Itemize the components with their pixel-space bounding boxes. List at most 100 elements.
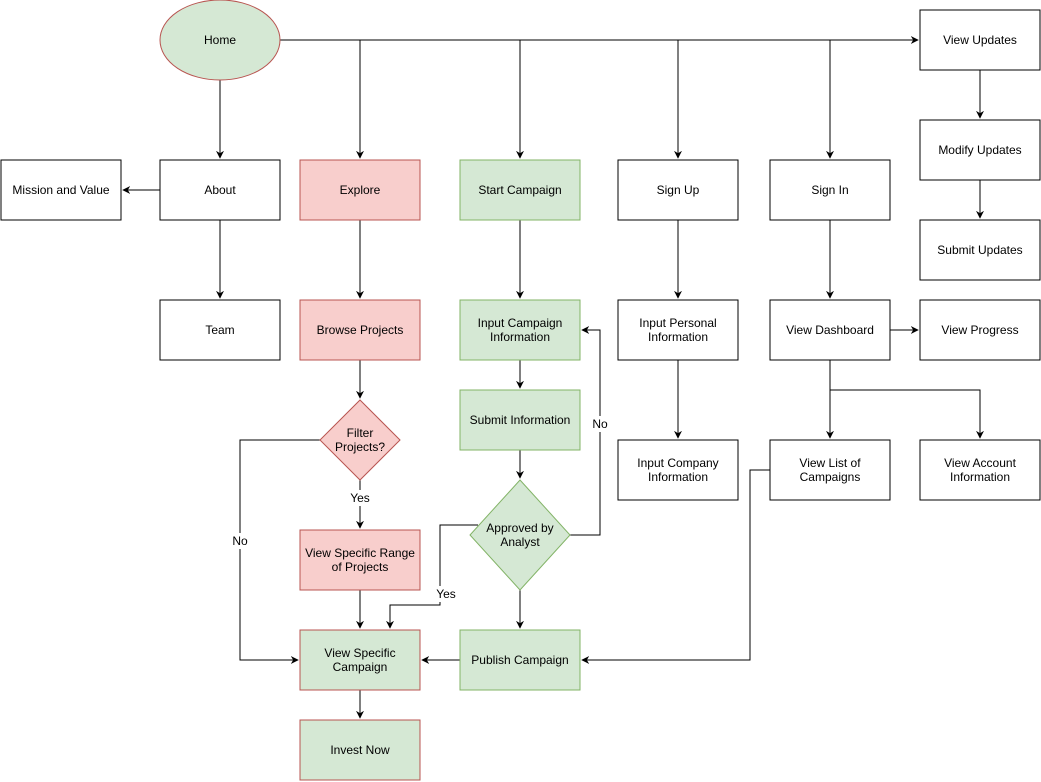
node-mission-shape	[0, 159, 122, 221]
node-submitinfo-shape	[459, 389, 581, 451]
node-start-label: Start Campaign	[478, 183, 561, 197]
node-text-line: View Dashboard	[786, 323, 874, 337]
edge-label-no-approved: No	[592, 417, 608, 431]
node-start: Start Campaign	[459, 159, 581, 221]
node-dashboard-label: View Dashboard	[786, 323, 874, 337]
node-publish-label: Publish Campaign	[471, 653, 568, 667]
node-explore-shape	[299, 159, 421, 221]
node-text-line: View Progress	[941, 323, 1018, 337]
node-text-line: View Account	[944, 456, 1016, 470]
node-subupd: Submit Updates	[919, 219, 1041, 281]
node-progress-shape	[919, 299, 1041, 361]
node-signin-label: Sign In	[811, 183, 848, 197]
edges	[122, 36, 984, 719]
node-text-line: Submit Updates	[937, 243, 1022, 257]
node-submitinfo: Submit Information	[459, 389, 581, 451]
node-mission-label: Mission and Value	[12, 183, 109, 197]
node-invest-label: Invest Now	[330, 743, 390, 757]
node-about-shape	[159, 159, 281, 221]
node-viewcamp-shape	[299, 629, 421, 691]
node-text-line: View Updates	[943, 33, 1017, 47]
node-signin-shape	[769, 159, 891, 221]
node-personal-shape	[617, 299, 739, 361]
node-text-line: Information	[648, 470, 708, 484]
node-account-shape	[919, 439, 1041, 501]
node-subupd-shape	[919, 219, 1041, 281]
node-text-line: Sign In	[811, 183, 848, 197]
node-viewupd: View Updates	[919, 9, 1041, 71]
edge-labels: Yes No No Yes	[228, 416, 612, 602]
node-about-label: About	[204, 183, 236, 197]
node-publish: Publish Campaign	[459, 629, 581, 691]
edge-filter-viewcamp	[239, 439, 320, 664]
edge-dashboard-account	[830, 389, 984, 439]
node-text-line: Mission and Value	[12, 183, 109, 197]
node-home: Home	[159, 0, 281, 81]
node-text-line: Campaigns	[800, 470, 861, 484]
edge-label-no-filter: No	[232, 534, 248, 548]
node-text-line: View Specific Range	[305, 546, 415, 560]
node-browse: Browse Projects	[299, 299, 421, 361]
node-text-line: Information	[950, 470, 1010, 484]
node-signin: Sign In	[769, 159, 891, 221]
node-text-line: Information	[648, 330, 708, 344]
node-text-line: Publish Campaign	[471, 653, 568, 667]
node-text-line: Information	[490, 330, 550, 344]
node-text-line: Filter	[347, 426, 374, 440]
node-filter-shape	[319, 399, 401, 481]
node-inputcamp-shape	[459, 299, 581, 361]
node-text-line: About	[204, 183, 236, 197]
node-explore: Explore	[299, 159, 421, 221]
node-submitinfo-label: Submit Information	[470, 413, 571, 427]
edge-listcamp-publish	[581, 469, 770, 664]
node-range-shape	[299, 529, 421, 591]
edge-label-yes-filter: Yes	[350, 491, 370, 505]
node-text-line: Start Campaign	[478, 183, 561, 197]
node-text-line: of Projects	[332, 560, 389, 574]
node-progress: View Progress	[919, 299, 1041, 361]
node-mission: Mission and Value	[0, 159, 122, 221]
node-text-line: Sign Up	[657, 183, 700, 197]
node-text-line: Campaign	[333, 660, 388, 674]
node-modupd: Modify Updates	[919, 119, 1041, 181]
node-text-line: View List of	[799, 456, 861, 470]
node-subupd-label: Submit Updates	[937, 243, 1022, 257]
node-text-line: Analyst	[500, 535, 540, 549]
node-company-shape	[617, 439, 739, 501]
node-viewupd-shape	[919, 9, 1041, 71]
edge-approved-viewcamp	[386, 524, 478, 629]
node-approved-shape	[469, 479, 571, 591]
node-text-line: Home	[204, 33, 236, 47]
node-dashboard: View Dashboard	[769, 299, 891, 361]
node-progress-label: View Progress	[941, 323, 1018, 337]
node-team: Team	[159, 299, 281, 361]
node-signup-label: Sign Up	[657, 183, 700, 197]
node-invest-shape	[299, 719, 421, 781]
node-explore-label: Explore	[340, 183, 381, 197]
node-publish-shape	[459, 629, 581, 691]
edge-approved-inputcamp	[570, 326, 601, 536]
node-text-line: Modify Updates	[938, 143, 1021, 157]
node-home-shape	[159, 0, 281, 81]
node-listcamp-shape	[769, 439, 891, 501]
node-text-line: Submit Information	[470, 413, 571, 427]
node-text-line: Invest Now	[330, 743, 390, 757]
node-text-line: Input Company	[637, 456, 718, 470]
node-home-label: Home	[204, 33, 236, 47]
node-text-line: View Specific	[324, 646, 395, 660]
node-dashboard-shape	[769, 299, 891, 361]
